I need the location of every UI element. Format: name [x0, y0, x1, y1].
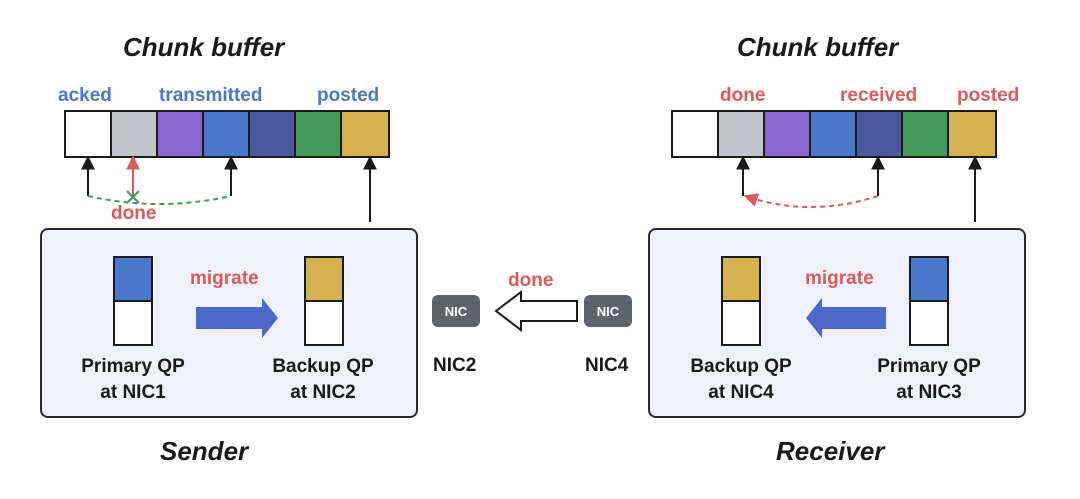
buffer-chunk [66, 112, 112, 156]
buffer-chunk [811, 112, 857, 156]
nic2-chip: NIC [432, 295, 480, 327]
receiver-chunk-buffer [671, 110, 997, 158]
buffer-chunk [719, 112, 765, 156]
sender-chunk-buffer [64, 110, 390, 158]
receiver-migrate-arrow [806, 298, 886, 338]
received-label: received [840, 85, 918, 106]
buffer-chunk [296, 112, 342, 156]
buffer-chunk [112, 112, 158, 156]
buffer-chunk [903, 112, 949, 156]
receiver-primary-qp [909, 256, 949, 346]
middle-done-label: done [508, 270, 554, 291]
buffer-chunk [949, 112, 995, 156]
receiver-buffer-title: Chunk buffer [737, 32, 899, 62]
nic4-chip: NIC [584, 295, 632, 327]
ack-dashed-link [87, 195, 232, 205]
nic2-label: NIC2 [433, 355, 477, 376]
acked-label: acked [58, 85, 112, 106]
sender-primary-qp [113, 256, 153, 346]
sender-migrate-label: migrate [190, 268, 259, 289]
receiver-migrate-label: migrate [805, 268, 874, 289]
receiver-done-dashed-arrow [743, 193, 879, 208]
sender-done-label: done [111, 203, 157, 224]
sender-buffer-title: Chunk buffer [123, 32, 285, 62]
buffer-chunk [857, 112, 903, 156]
buffer-chunk [765, 112, 811, 156]
nic4-label: NIC4 [585, 355, 629, 376]
buffer-chunk [250, 112, 296, 156]
transmitted-label: transmitted [159, 85, 263, 106]
sender-caption: Sender [160, 436, 249, 466]
sender-backup-qp [304, 256, 344, 346]
receiver-done-label: done [720, 85, 766, 106]
sender-posted-label: posted [317, 85, 380, 106]
nic-done-arrow [494, 289, 578, 333]
buffer-chunk [204, 112, 250, 156]
buffer-chunk [158, 112, 204, 156]
buffer-chunk [342, 112, 388, 156]
receiver-posted-label: posted [957, 85, 1020, 106]
receiver-backup-qp [721, 256, 761, 346]
cross-icon [126, 190, 140, 204]
buffer-chunk [673, 112, 719, 156]
sender-migrate-arrow [196, 298, 278, 338]
receiver-caption: Receiver [776, 436, 885, 466]
